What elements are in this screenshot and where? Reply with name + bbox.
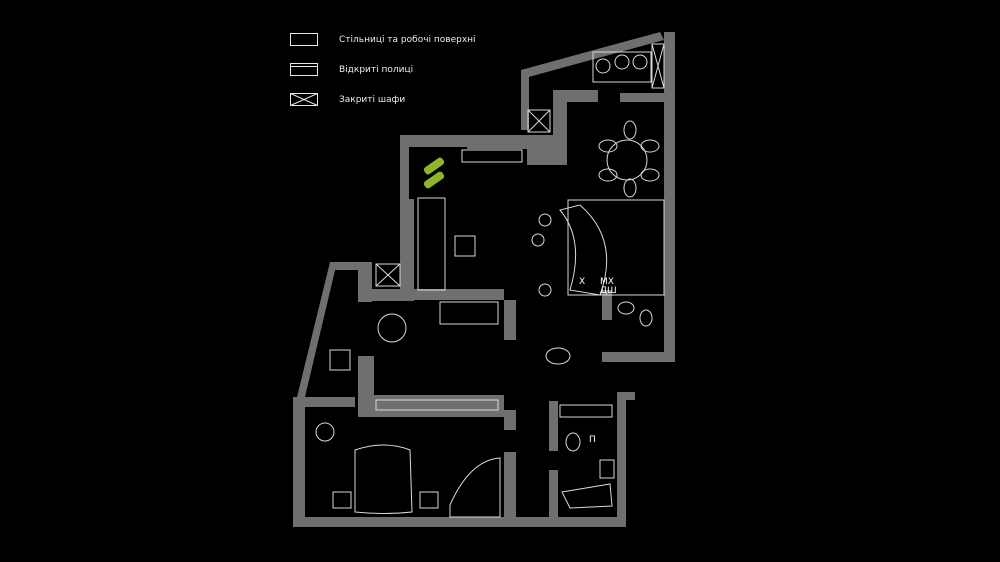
wall	[400, 135, 470, 147]
wall	[521, 70, 529, 130]
cabinet	[375, 263, 401, 287]
chair	[640, 168, 660, 182]
nightstand	[332, 491, 352, 509]
wardrobe	[449, 457, 501, 518]
chair	[329, 349, 351, 371]
wall	[297, 262, 337, 397]
legend-item-countertops: Стільниці та робочі поверхні	[290, 33, 476, 46]
balcony-table	[592, 51, 652, 83]
chair	[598, 168, 618, 182]
wall	[602, 352, 675, 362]
legend-label: Стільниці та робочі поверхні	[339, 34, 476, 45]
wall	[620, 93, 664, 102]
cabinet	[527, 109, 551, 133]
cabinet	[651, 43, 665, 89]
bar-stool	[531, 233, 545, 247]
wall	[504, 452, 516, 520]
chair	[595, 58, 611, 74]
kitchen-counter	[567, 199, 665, 296]
sofa	[417, 197, 446, 291]
bathtub	[561, 483, 613, 509]
cabinet	[651, 43, 665, 89]
bath-label-p: П	[589, 435, 596, 445]
wall	[617, 392, 626, 520]
kitchen-label-mx: МХ	[600, 277, 614, 287]
bed	[354, 444, 413, 514]
legend-item-closed-cabinets: Закриті шафи	[290, 93, 405, 106]
wall	[602, 290, 612, 320]
wall	[293, 397, 305, 523]
wall	[617, 392, 635, 400]
wall	[549, 470, 558, 520]
wall	[504, 300, 516, 340]
light-fixture	[545, 347, 571, 365]
chair	[623, 178, 637, 198]
wall	[358, 262, 372, 302]
kitchen-label-x: X	[579, 277, 585, 287]
desk	[439, 301, 499, 325]
wall	[400, 199, 414, 295]
wall	[330, 262, 372, 270]
wall	[527, 149, 567, 165]
wall	[358, 356, 374, 396]
wall	[664, 32, 675, 362]
cabinet	[527, 109, 551, 133]
shelf	[559, 404, 613, 418]
chair	[598, 139, 618, 153]
shelf	[375, 399, 499, 411]
legend-label: Відкриті полиці	[339, 64, 414, 75]
plants	[423, 157, 445, 189]
chair	[614, 54, 630, 70]
wall	[549, 401, 558, 451]
chair	[315, 422, 335, 442]
plant	[423, 171, 445, 189]
toilet	[639, 309, 653, 327]
wall	[400, 135, 409, 199]
plant	[423, 157, 445, 175]
chair	[377, 313, 407, 343]
bar-stool	[538, 213, 552, 227]
sink	[617, 301, 635, 315]
legend-label: Закриті шафи	[339, 94, 406, 105]
kitchen-label-dsh: ДШ	[600, 286, 617, 296]
closed-cabinets	[375, 43, 665, 287]
chair	[640, 139, 660, 153]
bar-stool	[538, 283, 552, 297]
open-shelf-swatch	[290, 63, 318, 76]
toilet	[565, 432, 581, 452]
chair	[623, 120, 637, 140]
cabinet	[375, 263, 401, 287]
fixtures	[315, 51, 665, 518]
wall	[467, 135, 567, 149]
sink	[599, 459, 615, 479]
walls	[293, 32, 675, 527]
tv-unit	[461, 149, 523, 163]
legend-item-open-shelves: Відкриті полиці	[290, 63, 413, 76]
wall	[358, 395, 504, 417]
chair	[632, 54, 648, 70]
armchair	[454, 235, 476, 257]
closed-cabinet-swatch	[290, 93, 318, 106]
countertop-swatch	[290, 33, 318, 46]
nightstand	[419, 491, 439, 509]
wall	[504, 410, 516, 430]
wall	[293, 397, 355, 407]
wall	[372, 289, 504, 300]
wall	[293, 517, 626, 527]
plan-labels: X МХ ДШ П	[579, 277, 617, 445]
